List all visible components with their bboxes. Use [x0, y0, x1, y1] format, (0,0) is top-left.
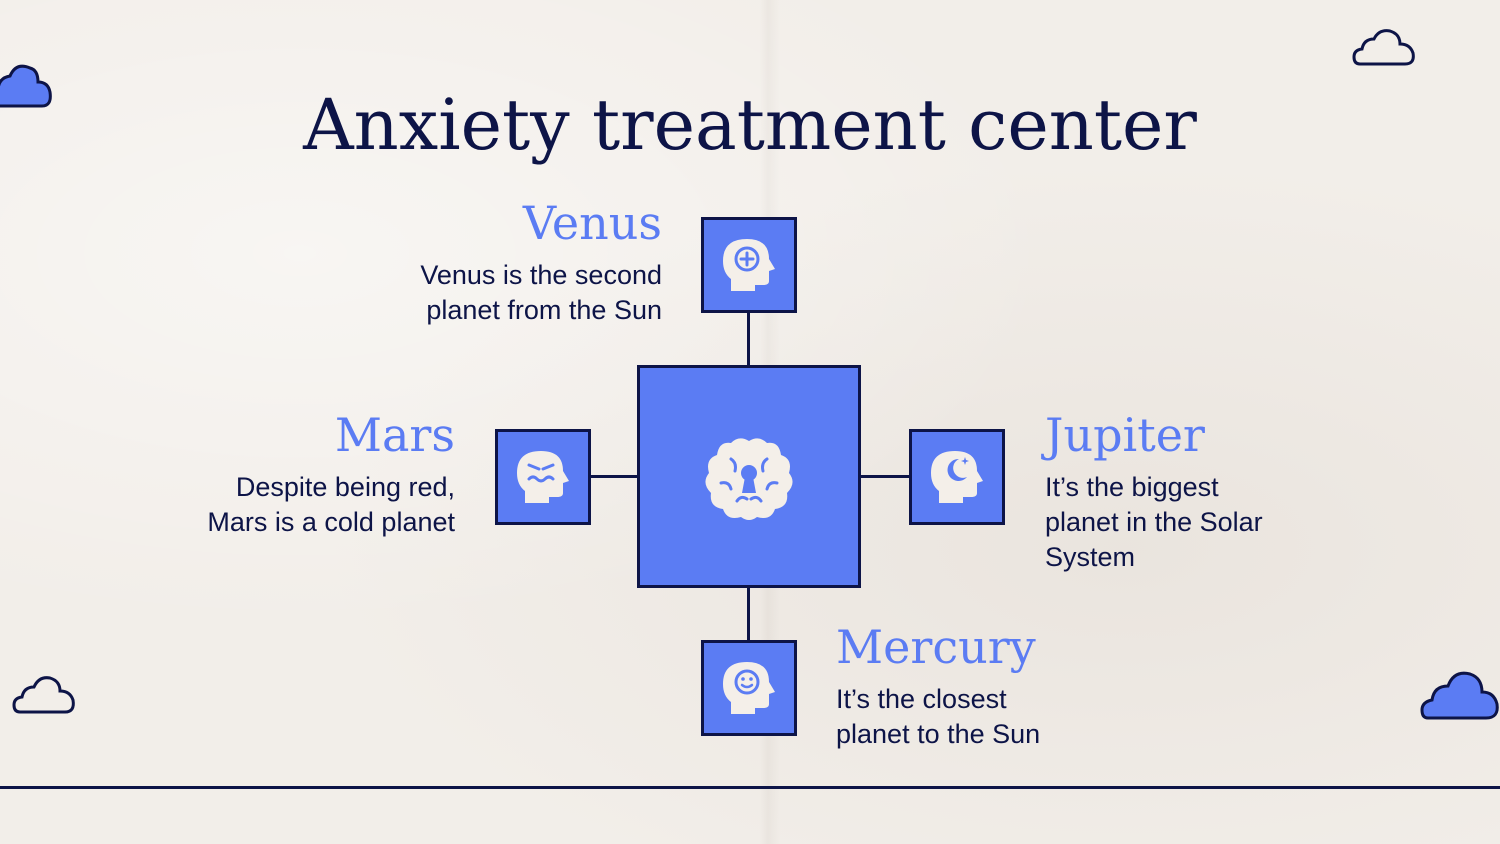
venus-heading: Venus	[522, 196, 662, 250]
venus-icon-box	[701, 217, 797, 313]
connector-left	[589, 475, 639, 478]
center-box	[637, 365, 861, 588]
cloud-outline-icon	[12, 676, 75, 714]
venus-description-line: Venus is the second	[420, 260, 662, 290]
cloud-outline-icon	[1352, 29, 1415, 66]
cloud-filled-icon	[0, 64, 52, 108]
mercury-description-line: planet to the Sun	[836, 719, 1041, 749]
mercury-description: It’s the closest planet to the Sun	[836, 682, 1040, 752]
page-title: Anxiety treatment center	[303, 84, 1197, 166]
head-plus-icon	[723, 239, 775, 291]
connector-top	[747, 311, 750, 367]
mars-description: Despite being red, Mars is a cold planet	[207, 470, 455, 540]
head-angry-icon	[517, 451, 569, 503]
mercury-icon-box	[701, 640, 797, 736]
footer-divider	[0, 786, 1500, 789]
mars-description-line: Despite being red,	[235, 472, 455, 502]
venus-description: Venus is the second planet from the Sun	[420, 258, 662, 328]
jupiter-description-line: System	[1045, 542, 1136, 572]
connector-bottom	[747, 586, 750, 642]
brain-keyhole-icon	[705, 437, 793, 520]
venus-description-line: planet from the Sun	[426, 295, 662, 325]
jupiter-icon-box	[909, 429, 1005, 525]
jupiter-description-line: planet in the Solar	[1045, 507, 1263, 537]
mars-heading: Mars	[334, 408, 455, 462]
head-smile-icon	[723, 662, 775, 714]
mars-description-line: Mars is a cold planet	[207, 507, 455, 537]
cloud-filled-icon	[1420, 671, 1499, 720]
head-moon-icon	[931, 451, 983, 503]
jupiter-description: It’s the biggest planet in the Solar Sys…	[1045, 470, 1263, 575]
jupiter-description-line: It’s the biggest	[1045, 472, 1219, 502]
mars-icon-box	[495, 429, 591, 525]
jupiter-heading: Jupiter	[1045, 408, 1205, 462]
mercury-description-line: It’s the closest	[836, 684, 1007, 714]
mercury-heading: Mercury	[836, 620, 1036, 674]
connector-right	[858, 475, 911, 478]
